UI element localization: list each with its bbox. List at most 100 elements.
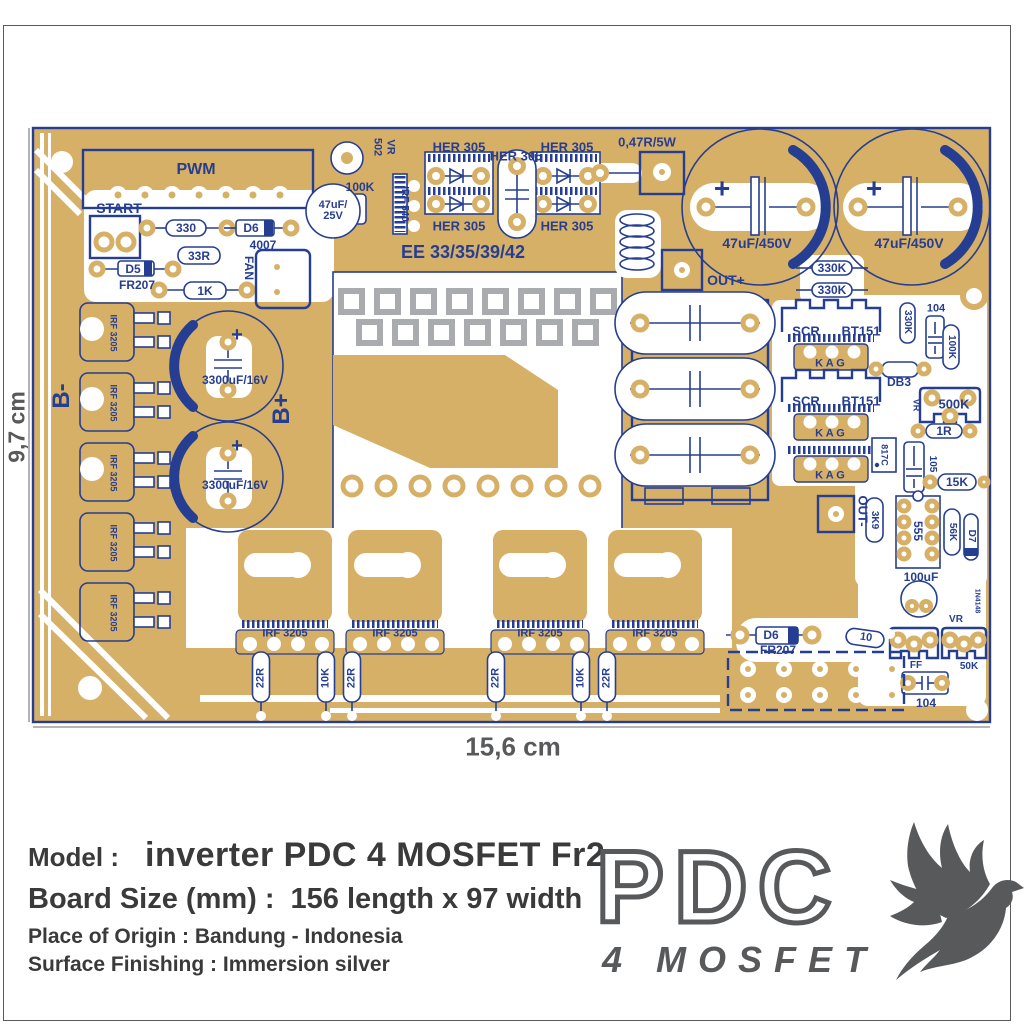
pcb-label: BT151: [841, 323, 881, 339]
pcb-label: SCR: [792, 323, 820, 339]
scr-bt151-group: [780, 298, 882, 483]
pcb-label: PWM: [176, 160, 216, 178]
pcb-label: 104: [926, 302, 946, 315]
pcb-label: IRF 540: [399, 186, 411, 222]
product-info: Model : inverter PDC 4 MOSFET Fr2 Board …: [28, 836, 605, 977]
pcb-label: 330K: [817, 260, 847, 275]
pcb-label: IRF 3205: [372, 627, 418, 640]
pcb-label: 10K: [574, 667, 587, 689]
pcb-label: 100K: [946, 335, 958, 359]
pcb-label: OUT-: [855, 495, 871, 527]
pcb-label: 330K: [902, 310, 914, 334]
pcb-label: HER 305: [540, 218, 594, 234]
pcb-label: HER 305: [489, 148, 543, 164]
left-mosfet-column: [79, 302, 171, 642]
bottom-mosfet-tabs: [235, 530, 705, 655]
pcb-label: FAN: [242, 256, 257, 280]
pcb-label: 47uF/ 25V: [318, 198, 348, 222]
pcb-label: K A G: [815, 357, 845, 370]
board-size-value: 156 length x 97 width: [290, 883, 583, 915]
dove-icon: [890, 822, 1024, 980]
image-frame: [3, 25, 1011, 1021]
pcb-label: SCR: [792, 393, 820, 409]
pcb-label: VR: [911, 398, 922, 412]
pcb-label: 1K: [197, 283, 213, 298]
pcb-label: 500K: [938, 396, 970, 412]
origin-line: Place of Origin : Bandung - Indonesia: [28, 925, 403, 948]
mounting-holes: [51, 151, 988, 721]
pcb-label: 502: [371, 137, 384, 157]
pcb-label: HER 305: [432, 139, 486, 155]
pcb-label: 105: [927, 455, 939, 473]
logo-subtitle: 4 MOSFET: [601, 939, 878, 980]
pcb-label: IRF 3205: [632, 627, 678, 640]
pcb-label: 3300uF/16V: [201, 372, 269, 387]
pcb-label: B-: [47, 383, 75, 409]
pcb-label: 330: [175, 220, 197, 235]
pcb-label: 100K: [345, 179, 375, 194]
pcb-label: IRF 3205: [517, 627, 563, 640]
pcb-label: K A G: [815, 427, 845, 440]
pcb-label: 100uF: [903, 569, 939, 584]
pcb-label: IRF 3205: [108, 454, 119, 492]
inductor-coil: [619, 213, 655, 271]
model-label: Model :: [28, 842, 119, 872]
pcb-label: FF: [909, 659, 923, 671]
pcb-label: 47uF/450V: [722, 234, 792, 251]
logo-wordmark: PDC: [596, 830, 841, 944]
pcb-label: 104: [915, 695, 937, 710]
output-film-capacitors: [614, 291, 776, 505]
pcb-label: DB3: [886, 374, 912, 389]
pcb-label: HER 305: [432, 218, 486, 234]
pcb-label: 0,47R/5W: [618, 134, 676, 150]
her305-diode-blocks: [424, 149, 601, 239]
upper-left-components: [88, 141, 420, 310]
pcb-label: EE 33/35/39/42: [400, 241, 526, 262]
power-resistor: [591, 150, 686, 196]
transformer-ee-core: [333, 288, 617, 498]
pcb-label: 10: [859, 630, 873, 645]
pcb-label: 56K: [947, 522, 959, 542]
start-terminal: [88, 214, 142, 260]
pcb-label: D6: [763, 627, 779, 642]
pcb-label: 330K: [817, 282, 847, 297]
model-value: inverter PDC 4 MOSFET Fr2: [145, 836, 606, 874]
pcb-label: +: [713, 172, 731, 204]
pcb-label: IRF 3205: [108, 314, 119, 352]
right-column-components: [816, 302, 991, 618]
pcb-label: START: [96, 199, 142, 216]
pcb-label: +: [865, 172, 883, 204]
pcb-label: IRF 3205: [262, 627, 308, 640]
bottom-right-components: [726, 625, 988, 712]
bulk-capacitor-450v-2: [833, 128, 991, 286]
pcb-label: 22R: [345, 667, 358, 689]
pcb-label: D7: [966, 529, 978, 543]
pcb-label: OUT+: [707, 271, 745, 288]
board-width-dimension: 15,6 cm: [465, 731, 561, 762]
pcb-label: IRF 3205: [108, 384, 119, 422]
pcb-label: K A G: [815, 469, 845, 482]
resistors-330k: [796, 260, 868, 298]
pcb-label: 10K: [319, 667, 332, 689]
pcb-label: D5: [125, 261, 141, 276]
pcb-label: FR207: [759, 642, 797, 657]
pcb-label: 3300uF/16V: [201, 477, 269, 492]
pcb-label: +: [231, 323, 243, 346]
pcb-label: 50K: [959, 660, 979, 672]
pcb-label: 3K9: [869, 510, 881, 530]
pcb-label: BT151: [841, 393, 881, 409]
gate-resistors: [251, 651, 617, 721]
pcb-label: 1N4148: [973, 588, 981, 614]
pcb-label: HER 305: [540, 139, 594, 155]
capacitors-3300uf: [169, 310, 284, 533]
pcb-label: 4007: [249, 237, 277, 252]
pcb-label: 47uF/450V: [874, 234, 944, 251]
pcb-label: 22R: [489, 667, 502, 689]
pcb-label: VR: [949, 613, 963, 625]
pcb-label: VR: [384, 139, 397, 155]
board-size-label: Board Size (mm) :: [28, 883, 275, 915]
pcb-label: +: [231, 434, 243, 457]
finishing-line: Surface Finishing : Immersion silver: [28, 953, 390, 976]
pcb-label: 22R: [254, 667, 267, 689]
